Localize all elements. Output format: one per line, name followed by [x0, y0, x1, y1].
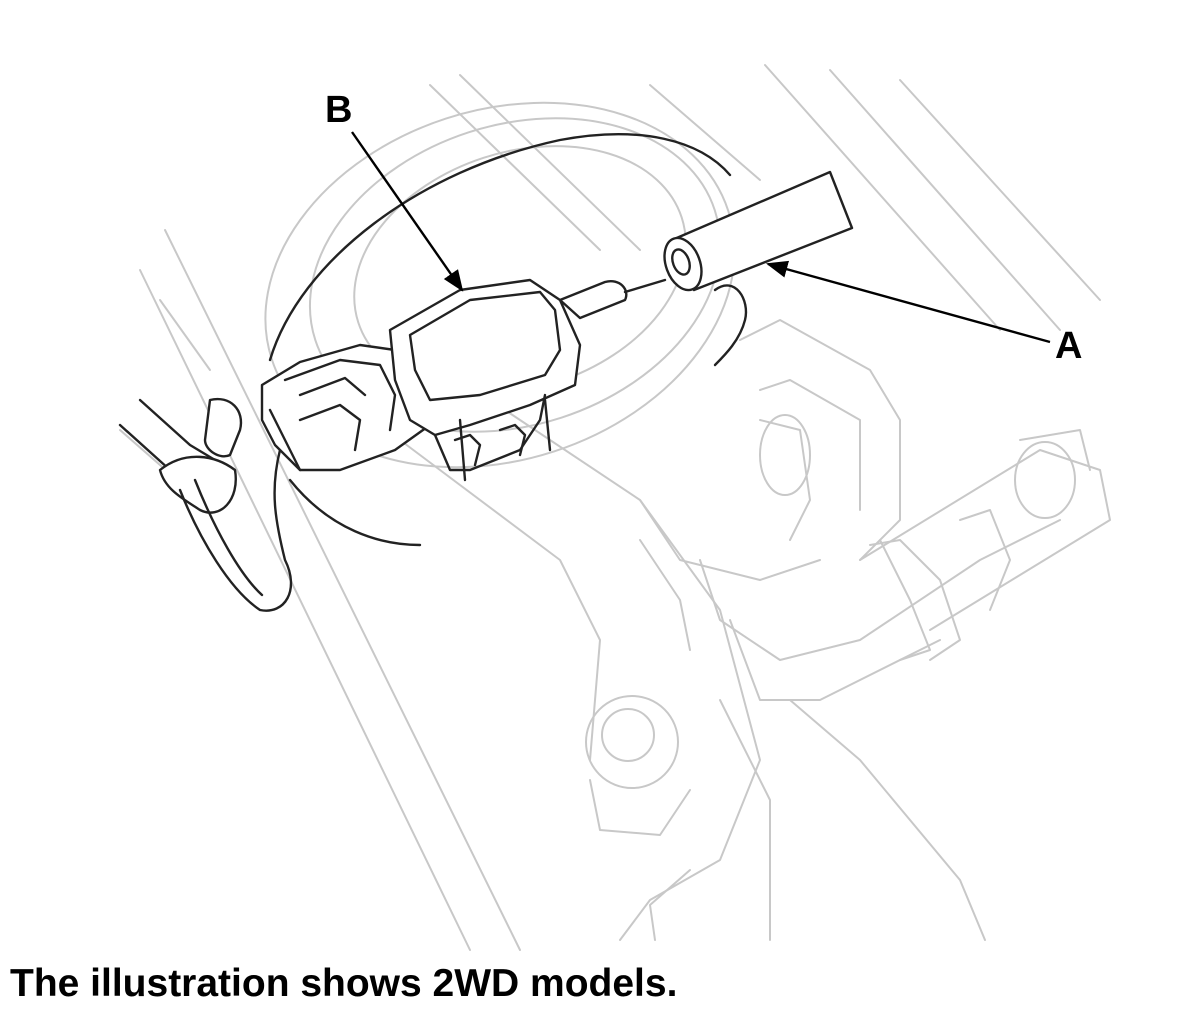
leader-line-b — [351, 131, 464, 292]
pedal-assembly-illustration: A B — [118, 64, 1111, 951]
figure-caption: The illustration shows 2WD models. — [10, 962, 678, 1005]
switch-and-connector — [118, 133, 854, 612]
callout-leaders — [351, 131, 1051, 344]
callout-label-b: B — [325, 89, 352, 131]
leader-line-a — [765, 260, 1051, 344]
background-structure — [119, 64, 1111, 951]
callout-label-a: A — [1055, 325, 1082, 367]
